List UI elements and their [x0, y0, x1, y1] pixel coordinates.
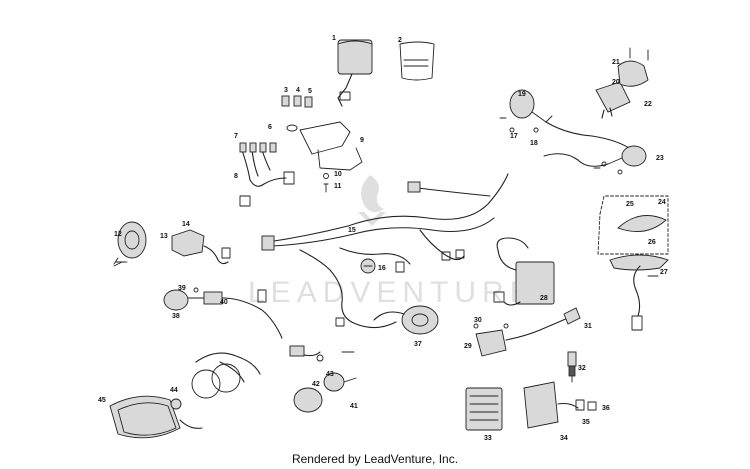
callout-8: 8 [234, 173, 238, 180]
callout-26: 26 [648, 239, 656, 246]
callout-28: 28 [540, 295, 548, 302]
callout-30: 30 [474, 317, 482, 324]
callout-3: 3 [284, 87, 288, 94]
part-44-45-headlight [109, 352, 261, 439]
part-3-5-fuses [281, 95, 313, 108]
callout-25: 25 [626, 201, 634, 208]
callout-1: 1 [332, 35, 336, 42]
callout-6: 6 [268, 124, 272, 131]
callout-41: 41 [350, 403, 358, 410]
part-23-turn-signal [543, 145, 647, 169]
callout-45: 45 [98, 397, 106, 404]
callout-39: 39 [178, 285, 186, 292]
callout-44: 44 [170, 387, 178, 394]
part-34-ignition-module [523, 381, 597, 429]
callout-31: 31 [584, 323, 592, 330]
part-38-40-switch [163, 287, 283, 339]
callout-15: 15 [348, 227, 356, 234]
callout-20: 20 [612, 79, 620, 86]
callout-7: 7 [234, 133, 238, 140]
part-15-main-harness [261, 173, 509, 329]
callout-13: 13 [160, 233, 168, 240]
callout-27: 27 [660, 269, 668, 276]
callout-32: 32 [578, 365, 586, 372]
callout-12: 12 [114, 231, 122, 238]
watermark-text: LEADVENTURE [248, 276, 536, 309]
part-16-flasher [360, 258, 376, 274]
callout-17a: 17 [510, 133, 518, 140]
callout-14: 14 [182, 221, 190, 228]
part-20-22-tail-light [595, 47, 649, 119]
part-33-rectifier [465, 387, 503, 431]
callout-2: 2 [398, 37, 402, 44]
callout-labels: 1 2 3 4 5 6 7 8 9 10 11 12 13 14 15 16 1… [98, 35, 668, 442]
callout-4: 4 [296, 87, 300, 94]
callout-10: 10 [334, 171, 342, 178]
part-7-8-fuse-harness [239, 142, 295, 207]
callout-34: 34 [560, 435, 568, 442]
part-10-11-bolts [323, 173, 329, 193]
callout-5: 5 [308, 88, 312, 95]
render-credit: Rendered by LeadVenture, Inc. [291, 452, 459, 466]
callout-18a: 18 [530, 140, 538, 147]
callout-19: 19 [518, 91, 526, 98]
callout-35: 35 [582, 419, 590, 426]
callout-38: 38 [172, 313, 180, 320]
callout-29: 29 [464, 343, 472, 350]
part-1-control-box [337, 39, 373, 107]
part-17-18-screws [509, 127, 623, 175]
leadventure-watermark [358, 175, 386, 226]
callout-16: 16 [378, 265, 386, 272]
callout-23: 23 [656, 155, 664, 162]
part-37-stator [373, 305, 439, 335]
part-14-regulator [115, 229, 231, 265]
callout-24: 24 [658, 199, 666, 206]
callout-37: 37 [414, 341, 422, 348]
part-32-spark-plug [567, 351, 577, 383]
callout-43: 43 [326, 371, 334, 378]
callout-36: 36 [602, 405, 610, 412]
part-2-cover [399, 41, 435, 81]
callout-33: 33 [484, 435, 492, 442]
part-28-cdi [493, 237, 555, 306]
callout-40: 40 [220, 299, 228, 306]
part-29-31-ignition-coil [473, 307, 581, 357]
part-24-27-license-light [597, 195, 669, 331]
callout-21: 21 [612, 59, 620, 66]
part-6-bracket [286, 121, 363, 171]
callout-9: 9 [360, 137, 364, 144]
callout-42: 42 [312, 381, 320, 388]
part-41-43-turn-signal [289, 345, 357, 413]
callout-22: 22 [644, 101, 652, 108]
callout-11: 11 [334, 183, 342, 190]
part-12-horn [113, 221, 147, 267]
part-19-turn-signal [499, 89, 633, 151]
